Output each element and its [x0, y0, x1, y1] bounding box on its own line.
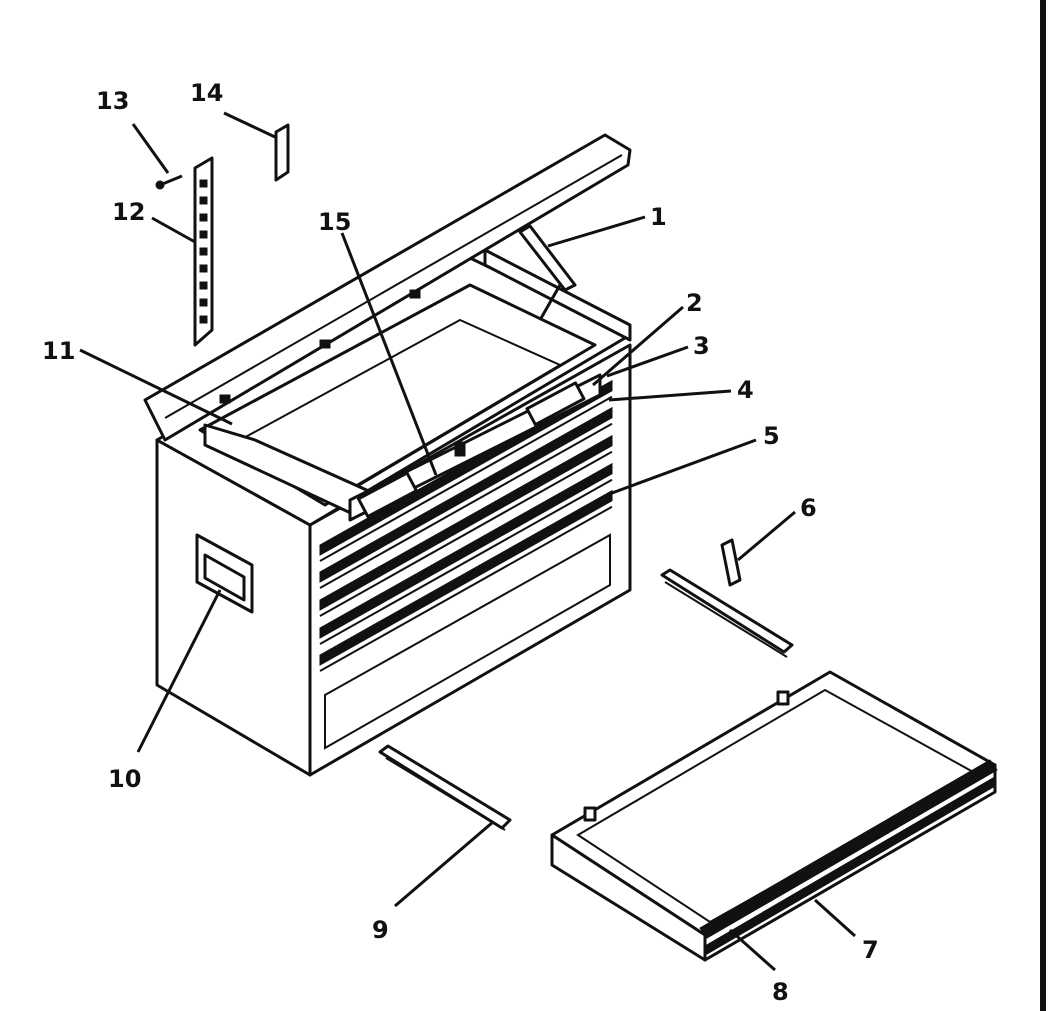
leader-6: [737, 510, 796, 562]
lock-icon: [454, 441, 466, 457]
callout-6: 6: [800, 494, 817, 522]
latch: [274, 123, 290, 182]
hinge-hole: [199, 264, 208, 273]
label-plate-left: [356, 471, 418, 519]
leader-3: [606, 345, 689, 378]
slide-left-rail: [378, 744, 512, 830]
bracket: [720, 538, 742, 587]
callout-14: 14: [190, 79, 223, 107]
drawer-seam: [319, 395, 613, 562]
drawer-clip-a: [776, 690, 790, 706]
drawer-seam: [319, 422, 613, 589]
callout-labels: 1 2 3 4 5 6 7 8 9 10 11 12 13 14 15: [42, 79, 879, 1006]
slide-left-inner: [385, 757, 506, 831]
side-handle: [195, 533, 254, 614]
drawer-slide-left: [378, 744, 512, 831]
hinge-strip: [193, 156, 214, 347]
drawer-band: [319, 406, 613, 583]
leader-13: [131, 123, 170, 174]
lid-panel: [143, 133, 632, 442]
chest-drawers: [319, 379, 613, 750]
leader-1: [547, 215, 646, 248]
drawer-slide-right: [660, 568, 794, 658]
drawer-handle: [699, 759, 998, 939]
callout-15: 15: [318, 208, 351, 236]
drawer-seam: [319, 450, 613, 617]
callout-12: 12: [112, 198, 145, 226]
callout-4: 4: [737, 376, 754, 404]
leader-4: [608, 389, 732, 402]
leader-9: [394, 820, 494, 908]
callout-5: 5: [763, 422, 780, 450]
callout-7: 7: [862, 936, 879, 964]
label-plate-right: [525, 381, 586, 427]
leader-12: [151, 216, 196, 244]
callout-3: 3: [693, 332, 710, 360]
lid-support-strut: [518, 224, 577, 292]
leader-lines: [79, 111, 857, 972]
leader-8: [729, 928, 776, 972]
callout-13: 13: [96, 87, 129, 115]
hinge-hole: [199, 213, 208, 222]
screw-head: [155, 180, 165, 190]
hinge-hole: [199, 315, 208, 324]
callout-8: 8: [772, 978, 789, 1006]
callout-2: 2: [686, 289, 703, 317]
open-drawer-bay: [324, 533, 611, 750]
leader-15: [340, 232, 438, 476]
hinge-hole: [199, 196, 208, 205]
drawer-seam: [319, 505, 613, 672]
hinge-hole: [199, 179, 208, 188]
drawer-band: [319, 489, 613, 666]
leader-10: [136, 589, 222, 753]
leader-14: [223, 111, 276, 139]
drawer-seam: [319, 478, 613, 645]
removed-drawer: [550, 670, 998, 962]
lid-hinge-a: [219, 394, 231, 404]
leader-5: [611, 438, 757, 495]
hinge-hole: [199, 247, 208, 256]
callout-10: 10: [108, 765, 141, 793]
hinge-hole: [199, 230, 208, 239]
callout-11: 11: [42, 337, 75, 365]
slide-right-inner: [664, 581, 788, 658]
callout-1: 1: [650, 203, 667, 231]
leader-7: [813, 898, 857, 938]
drawer-liner: [704, 777, 996, 955]
drawer-band: [319, 434, 613, 611]
callout-9: 9: [372, 916, 389, 944]
hinge-hole: [199, 298, 208, 307]
drawer-band: [319, 462, 613, 639]
lid-support-arm: [538, 284, 562, 321]
chest-back-wall: [483, 248, 632, 342]
lid-hinge-c: [409, 289, 421, 299]
lid-edge: [164, 154, 623, 419]
drawer-clip-b: [583, 806, 597, 822]
leader-11: [79, 348, 233, 426]
page-border-right: [1040, 0, 1046, 1011]
leader-2: [592, 305, 684, 387]
lid-hinge-b: [319, 339, 331, 349]
side-handle-grip: [203, 553, 246, 602]
slide-right-rail: [660, 568, 794, 654]
chest-lid: [143, 133, 632, 442]
hinge-hole: [199, 281, 208, 290]
